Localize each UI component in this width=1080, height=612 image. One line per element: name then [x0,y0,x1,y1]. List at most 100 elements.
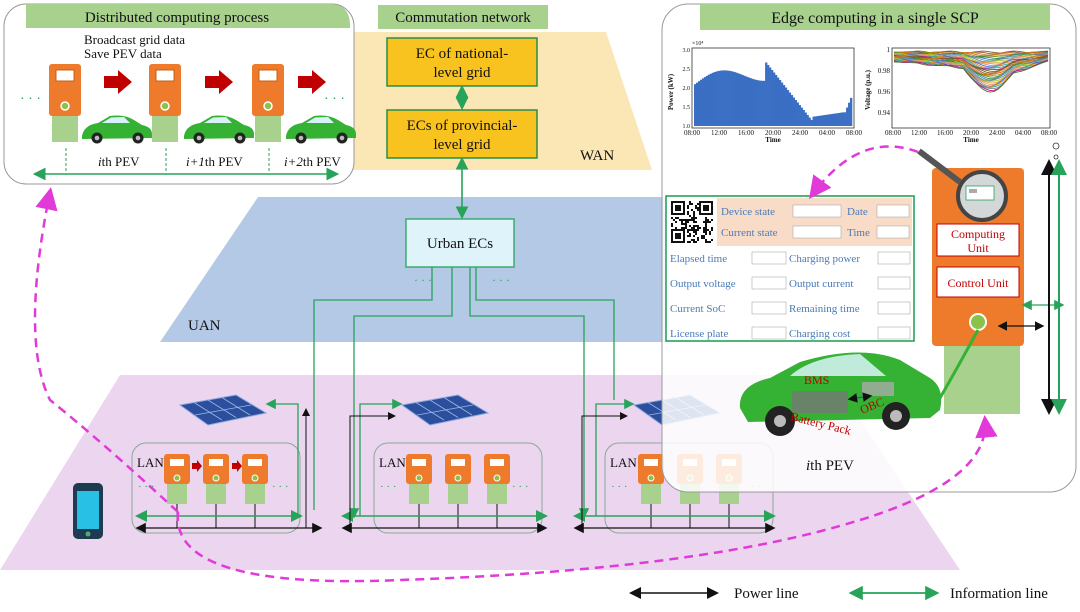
power-bar [792,97,796,126]
power-bar [818,115,821,126]
power-bar [796,102,799,126]
power-bar [776,77,780,126]
power-bar [830,114,833,126]
power-bar [810,119,813,126]
power-bar [767,65,770,126]
power-bar [784,87,788,126]
power-bar [840,112,843,126]
power-bar [788,92,792,126]
voltage-ytick: 0.98 [878,67,891,75]
power-bar [707,74,711,126]
power-bar [721,70,724,126]
power-bar [763,80,766,126]
power-bar [812,116,815,126]
power-bar [769,67,772,126]
lan-label-3: LAN [610,455,637,470]
uan-label: UAN [188,318,221,334]
svg-text:· · ·: · · · [380,481,397,493]
national-ec-line1: EC of national- [416,46,508,62]
power-bar [741,74,744,126]
svg-text:· · ·: · · · [138,481,155,493]
power-bar [705,75,709,126]
power-bar [745,76,748,126]
power-bar [834,113,837,126]
power-bar [780,82,784,126]
power-bar [719,70,722,126]
power-bar [711,72,715,126]
power-ytick: 2.0 [683,86,691,92]
power-bar [786,90,790,126]
power-xtick: 08:00 [684,129,700,137]
row-right-1: Output current [789,278,853,290]
power-bar [733,72,736,126]
lan-label-2: LAN [379,455,406,470]
power-bar [701,78,705,126]
power-bar [703,77,707,126]
power-bar [761,80,764,126]
device-state-label: Device state [721,206,775,218]
provincial-ec-line2: level grid [433,137,491,153]
power-xtick: 20:00 [765,129,781,137]
broadcast-note: Broadcast grid data [84,32,185,47]
power-bar [798,105,801,126]
plug-icon [969,313,987,331]
power-bars [694,62,853,126]
wan-label: WAN [580,148,614,164]
power-bar [727,70,730,126]
charger-i [48,63,82,143]
commutation-network: Commutation network EC of national- leve… [378,5,614,220]
current-state-label: Current state [721,227,778,239]
computing-unit-line1: Computing [951,227,1005,241]
pev-label-i1: i+1th PEV [186,154,243,169]
power-xtick: 24:00 [792,129,808,137]
power-bar [806,115,809,126]
power-bar [846,107,849,126]
power-bar [774,75,778,126]
uan-dots-left: · · · [414,273,432,287]
power-bar [749,78,752,126]
voltage-xlabel: Time [963,136,978,144]
power-bar [699,79,703,126]
voltage-xtick: 12:00 [911,129,927,137]
power-ytick: 3.0 [683,48,691,54]
voltage-xtick: 08:00 [1041,129,1057,137]
power-xtick: 04:00 [819,129,835,137]
lan-label-1: LAN [137,455,164,470]
power-xlabel: Time [765,136,780,144]
power-ylabel: Power (kW) [667,73,675,110]
lan-cluster-2: LAN · · · · · · [341,394,548,534]
power-bar [842,112,845,126]
magenta-path-bottom [176,415,998,583]
svg-text:· · ·: · · · [272,481,289,493]
power-bar [844,112,847,126]
voltage-ylabel: Voltage (p.u.) [864,69,872,110]
computing-unit-line2: Unit [967,241,989,255]
charger-i1 [148,63,182,143]
power-bar [735,72,738,126]
control-unit-label: Control Unit [947,276,1009,290]
power-bar [782,85,786,126]
row-left-3: License plate [670,328,728,340]
power-bar [808,117,811,126]
pev-label-edge: ith PEV [806,458,854,474]
power-bar [814,116,817,126]
row-right-0: Charging power [789,253,860,265]
row-left-1: Output voltage [670,278,736,290]
power-bar [836,113,839,126]
date-label: Date [847,206,868,218]
power-bar [773,72,776,126]
power-bar [794,100,797,126]
power-bar [838,112,841,126]
provincial-ec-line1: ECs of provincial- [407,118,518,134]
voltage-xtick: 24:00 [989,129,1005,137]
power-ytick: 1.5 [683,105,691,111]
row-left-0: Elapsed time [670,253,727,265]
power-bar [697,81,701,126]
power-bar [713,72,717,126]
power-bar [804,112,807,126]
distributed-panel-title: Distributed computing process [85,10,269,26]
power-bar [755,79,758,126]
voltage-xtick: 16:00 [937,129,953,137]
uan-network: Urban ECs UAN · · · · · · [188,218,515,334]
